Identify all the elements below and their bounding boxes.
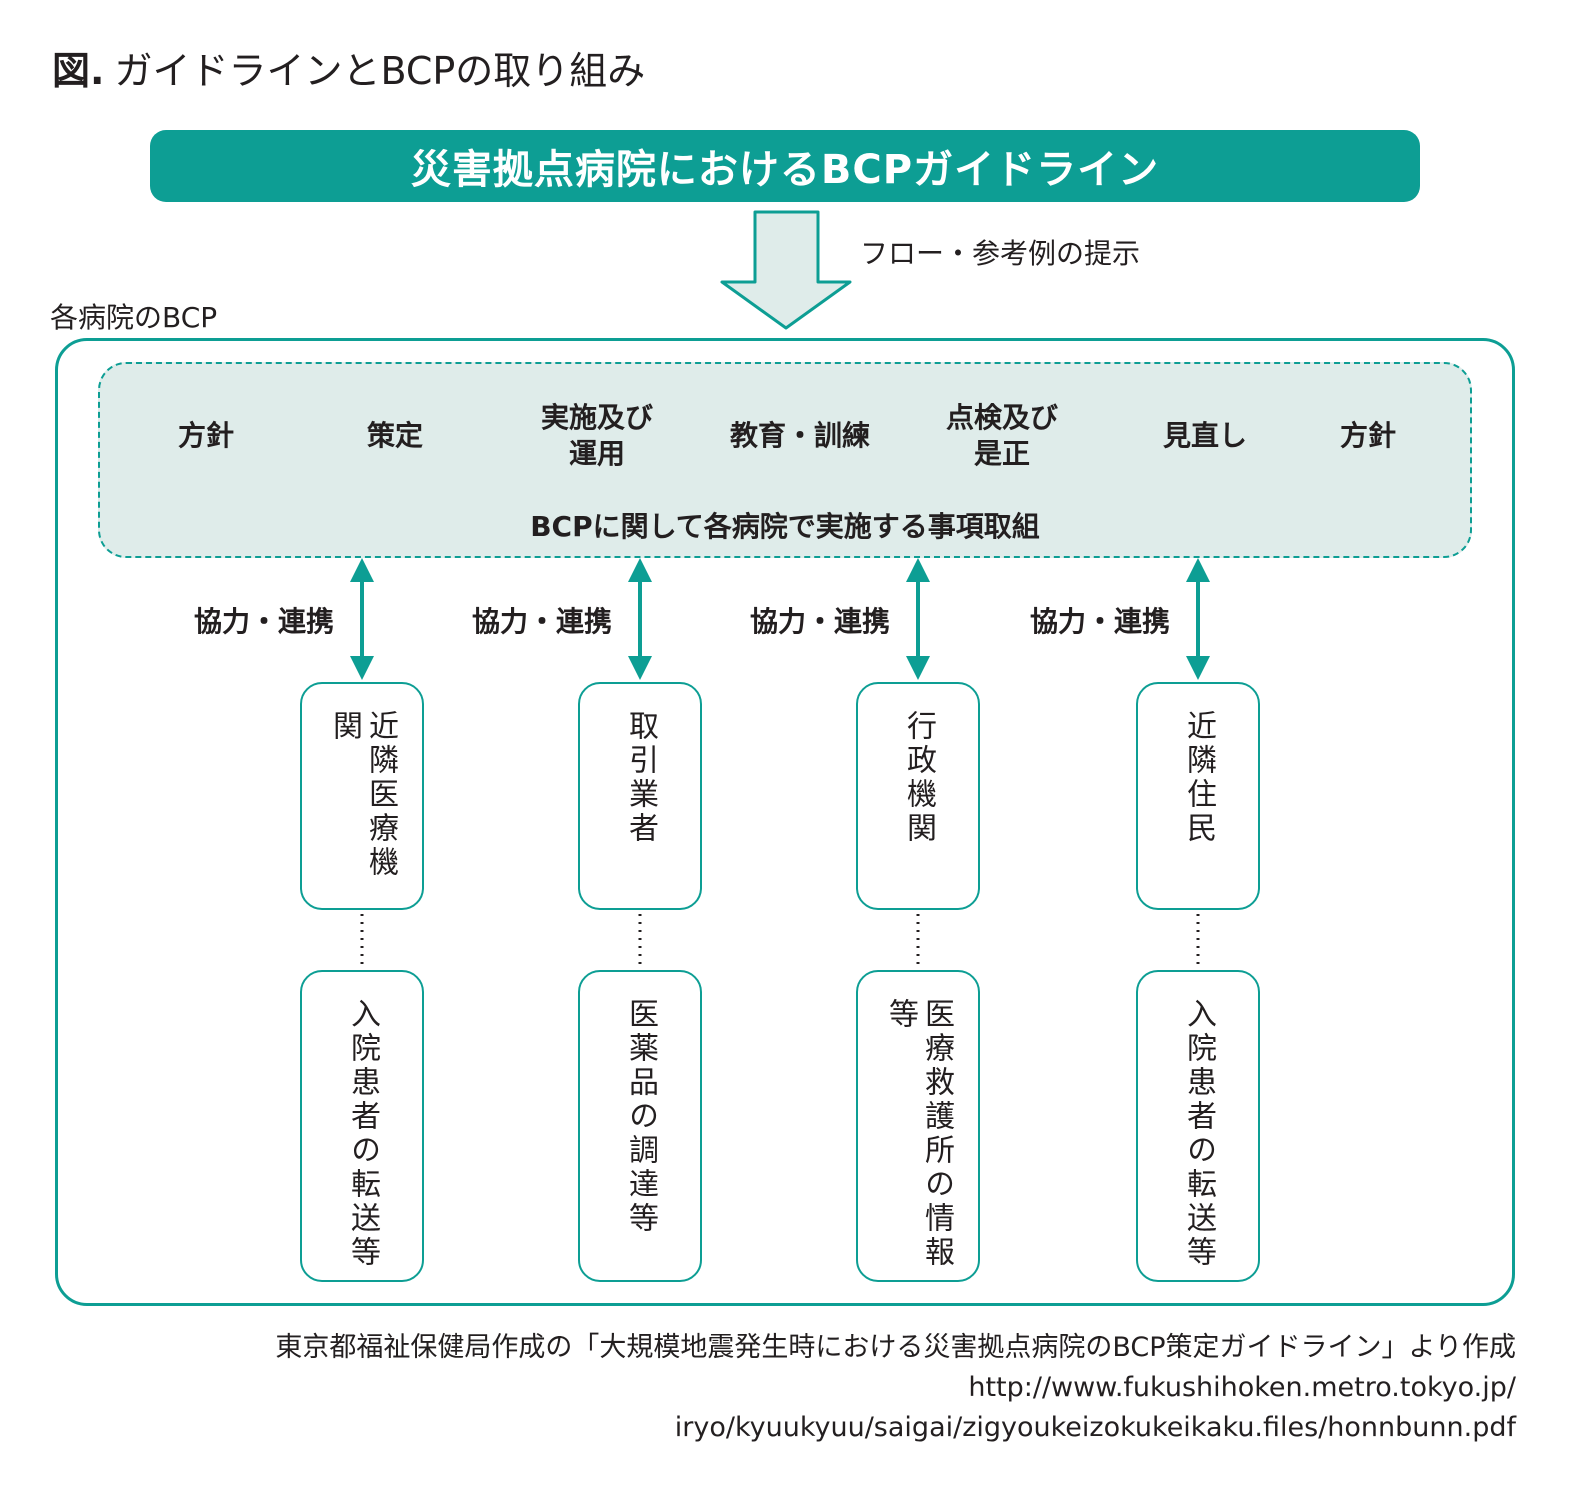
arrow-label: フロー・参考例の提示 <box>860 237 1141 270</box>
cooperation-label: 協力・連携 <box>750 605 891 638</box>
source-citation: 東京都福祉保健局作成の「大規模地震発生時における災害拠点病院のBCP策定ガイドラ… <box>275 1328 1516 1448</box>
down-arrow <box>720 210 852 330</box>
hospital-bcp-frame <box>55 338 1515 1306</box>
partner-name: 近隣医療機関 <box>327 710 398 880</box>
cooperation-label: 協力・連携 <box>194 605 335 638</box>
partner-role: 入院患者の転送等 <box>1181 998 1216 1270</box>
source-url-line: http://www.fukushihoken.metro.tokyo.jp/ <box>968 1372 1516 1403</box>
partner-role-box: 医療救護所の情報等 <box>856 970 980 1282</box>
cooperation-label: 協力・連携 <box>1030 605 1171 638</box>
partner-role-box: 医薬品の調達等 <box>578 970 702 1282</box>
partner-box: 近隣住民 <box>1136 682 1260 910</box>
partner-name: 取引業者 <box>623 710 658 846</box>
partner-role: 医薬品の調達等 <box>623 998 658 1236</box>
partner-role: 入院患者の転送等 <box>345 998 380 1270</box>
process-step-label: 実施及び運用 <box>540 401 653 470</box>
partner-role-box: 入院患者の転送等 <box>1136 970 1260 1282</box>
source-line: 東京都福祉保健局作成の「大規模地震発生時における災害拠点病院のBCP策定ガイドラ… <box>275 1332 1516 1363</box>
process-step-label: 方針 <box>1339 419 1396 452</box>
section-label: 各病院のBCP <box>50 301 218 334</box>
partner-name: 行政機関 <box>901 710 936 846</box>
process-step-label: 策定 <box>366 419 423 452</box>
guideline-banner-text: 災害拠点病院におけるBCPガイドライン <box>410 147 1160 193</box>
process-caption: BCPに関して各病院で実施する事項取組 <box>530 510 1040 543</box>
figure-title-text: ガイドラインとBCPの取り組み <box>114 49 646 93</box>
partner-box: 取引業者 <box>578 682 702 910</box>
process-step-label: 方針 <box>177 419 234 452</box>
process-step-label: 見直し <box>1162 419 1247 452</box>
partner-name: 近隣住民 <box>1181 710 1216 846</box>
process-area <box>98 362 1472 558</box>
partner-role-box: 入院患者の転送等 <box>300 970 424 1282</box>
partner-box: 近隣医療機関 <box>300 682 424 910</box>
process-step-label: 点検及び是正 <box>945 401 1058 470</box>
source-url-line: iryo/kyuukyuu/saigai/zigyoukeizokukeikak… <box>674 1412 1516 1443</box>
partner-role: 医療救護所の情報等 <box>883 998 954 1270</box>
cooperation-label: 協力・連携 <box>472 605 613 638</box>
partner-box: 行政機関 <box>856 682 980 910</box>
process-step-label: 教育・訓練 <box>729 419 870 452</box>
figure-number: 図. <box>52 49 105 93</box>
guideline-banner: 災害拠点病院におけるBCPガイドライン <box>150 130 1420 202</box>
figure-title: 図.ガイドラインとBCPの取り組み <box>52 40 645 95</box>
